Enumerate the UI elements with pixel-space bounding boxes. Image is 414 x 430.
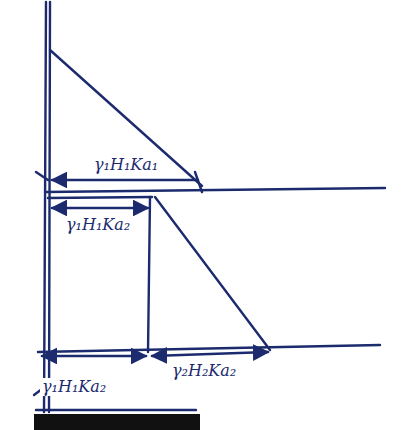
pressure-label: γ₂H₂Ka₂: [170, 362, 238, 380]
pressure-label: γ₁H₁Ka₂: [40, 378, 108, 396]
pressure-label: γ₁H₁Ka₁: [92, 156, 160, 174]
pressure-label: γ₁H₁Ka₂: [64, 216, 132, 234]
